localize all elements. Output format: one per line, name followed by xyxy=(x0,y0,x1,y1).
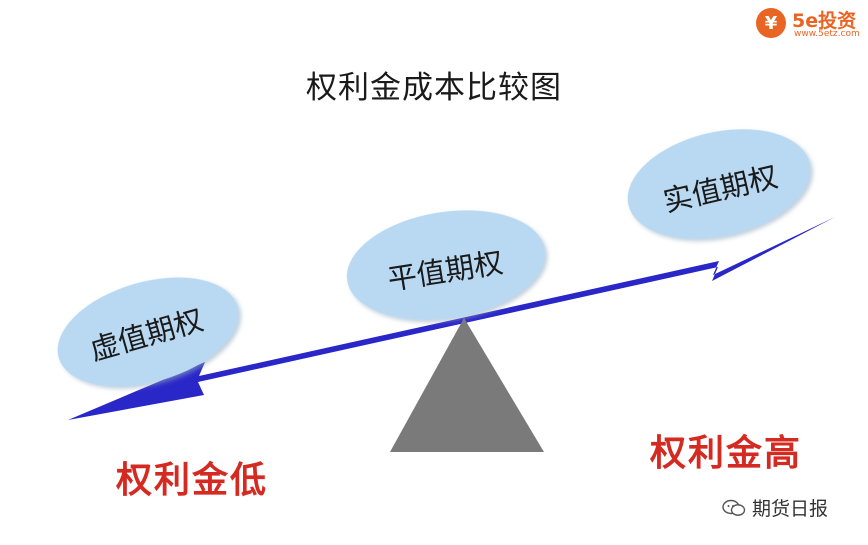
otm-ellipse xyxy=(57,277,239,387)
yuan-icon: ¥ xyxy=(756,8,786,38)
atm-ellipse xyxy=(346,210,546,320)
premium-low-label: 权利金低 xyxy=(116,460,269,501)
itm-ellipse xyxy=(627,129,811,239)
diagram-title: 权利金成本比较图 xyxy=(306,70,562,106)
source-watermark: 期货日报 xyxy=(722,494,828,521)
logo-url-text: www.5etz.com xyxy=(794,29,860,39)
fulcrum-triangle xyxy=(390,318,544,452)
premium-high-label: 权利金高 xyxy=(650,433,803,474)
brand-logo: ¥ 5e投资 www.5etz.com xyxy=(756,5,864,41)
watermark-text: 期货日报 xyxy=(752,498,829,520)
wechat-icon xyxy=(722,499,746,516)
seesaw-arrow xyxy=(68,217,835,420)
logo-brand-text: 5e投资 xyxy=(792,10,857,32)
